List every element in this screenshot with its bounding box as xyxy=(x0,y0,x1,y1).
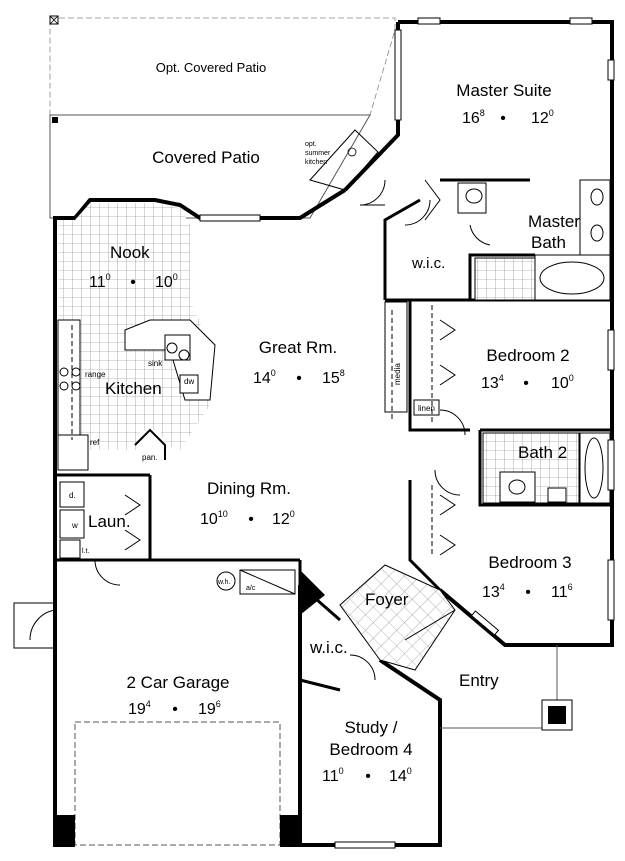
master-bath-fixtures xyxy=(457,179,611,301)
label-study-2: Bedroom 4 xyxy=(329,740,412,759)
svg-text:•: • xyxy=(500,110,506,127)
svg-text:110: 110 xyxy=(89,272,111,291)
garage-pillar-right xyxy=(280,815,300,845)
svg-text:•: • xyxy=(172,701,178,718)
opt-covered-patio-area xyxy=(49,15,396,116)
svg-text:168: 168 xyxy=(462,108,485,127)
label-wic-study: w.i.c. xyxy=(309,638,348,657)
label-pan: pan. xyxy=(142,453,158,462)
svg-text:•: • xyxy=(523,375,529,392)
label-wic-master: w.i.c. xyxy=(411,255,445,272)
foyer-tile xyxy=(339,564,456,671)
svg-text:140: 140 xyxy=(253,368,276,387)
label-bedroom3: Bedroom 3 xyxy=(488,553,571,572)
closet-doors xyxy=(124,319,456,556)
svg-text:•: • xyxy=(248,511,254,528)
label-study-1: Study / xyxy=(345,718,398,737)
water-heater-ac xyxy=(216,569,296,595)
label-opt-summer-kitchen-2: summer xyxy=(305,150,331,157)
label-washer: w xyxy=(71,521,78,530)
label-covered-patio: Covered Patio xyxy=(152,148,260,167)
garage-door-outline xyxy=(74,721,281,846)
svg-text:194: 194 xyxy=(128,699,151,718)
label-sink: sink xyxy=(148,359,163,368)
svg-text:110: 110 xyxy=(322,766,344,785)
label-garage: 2 Car Garage xyxy=(127,673,230,692)
svg-text:134: 134 xyxy=(482,582,505,601)
linen-closet xyxy=(413,399,440,416)
dims-bedroom2: 134 • 100 xyxy=(481,373,574,392)
closets xyxy=(71,305,433,555)
svg-text:116: 116 xyxy=(551,582,573,601)
label-master-suite: Master Suite xyxy=(456,81,551,100)
label-ac: a/c xyxy=(246,585,256,592)
dims-bedroom3: 134 • 116 xyxy=(482,582,573,601)
bath2-fixtures xyxy=(499,432,611,504)
dims-study: 110 • 140 xyxy=(322,766,412,785)
svg-text:120: 120 xyxy=(272,509,295,528)
label-linen: linen xyxy=(418,404,435,413)
side-porch xyxy=(13,602,56,649)
windows xyxy=(199,17,615,849)
svg-text:100: 100 xyxy=(551,373,574,392)
label-bedroom2: Bedroom 2 xyxy=(486,346,569,365)
label-opt-summer-kitchen-1: opt. xyxy=(305,141,317,148)
kitchen-counter xyxy=(57,319,216,471)
label-great-room: Great Rm. xyxy=(259,338,337,357)
interior-walls xyxy=(55,178,612,692)
dims-great-room: 140 • 158 xyxy=(253,368,345,387)
label-water-heater: w.h. xyxy=(217,579,231,586)
media-niche xyxy=(384,301,408,413)
garage-pillar-left xyxy=(55,815,75,845)
label-foyer: Foyer xyxy=(365,590,409,609)
label-entry: Entry xyxy=(459,671,499,690)
label-nook: Nook xyxy=(110,243,150,262)
label-dw: dw xyxy=(184,377,194,386)
label-laundry-tub: l.t. xyxy=(82,548,89,555)
label-master-bath-1: Master xyxy=(528,212,580,231)
svg-text:•: • xyxy=(365,768,371,785)
label-range: range xyxy=(85,370,106,379)
pantry xyxy=(134,428,166,460)
dims-master-suite: 168 • 120 xyxy=(462,108,554,127)
dims-garage: 194 • 196 xyxy=(128,699,221,718)
master-bath-tile xyxy=(474,257,536,301)
svg-text:158: 158 xyxy=(322,368,345,387)
label-media: media xyxy=(393,363,402,385)
svg-text:196: 196 xyxy=(198,699,221,718)
svg-text:120: 120 xyxy=(531,108,554,127)
svg-text:134: 134 xyxy=(481,373,504,392)
doors xyxy=(94,179,491,681)
svg-text:•: • xyxy=(130,274,136,291)
dims-dining-room: 1010 • 120 xyxy=(200,509,295,528)
svg-text:•: • xyxy=(525,584,531,601)
label-laundry: Laun. xyxy=(88,512,131,531)
label-opt-summer-kitchen-3: kitchen xyxy=(305,159,327,166)
laundry-fixtures xyxy=(59,481,85,559)
svg-text:140: 140 xyxy=(389,766,412,785)
svg-text:1010: 1010 xyxy=(200,509,228,528)
label-master-bath-2: Bath xyxy=(531,233,566,252)
label-bath2: Bath 2 xyxy=(518,443,567,462)
label-ref: ref xyxy=(90,438,100,447)
svg-text:•: • xyxy=(296,370,302,387)
label-dining-room: Dining Rm. xyxy=(207,479,291,498)
entry-stoop xyxy=(440,645,573,731)
label-kitchen: Kitchen xyxy=(105,379,162,398)
garage-corner-block xyxy=(300,570,325,615)
svg-text:100: 100 xyxy=(155,272,178,291)
label-opt-covered-patio: Opt. Covered Patio xyxy=(156,60,267,75)
covered-patio-area xyxy=(49,114,379,219)
label-dryer: d. xyxy=(69,491,76,500)
dims-nook: 110 • 100 xyxy=(89,272,178,291)
